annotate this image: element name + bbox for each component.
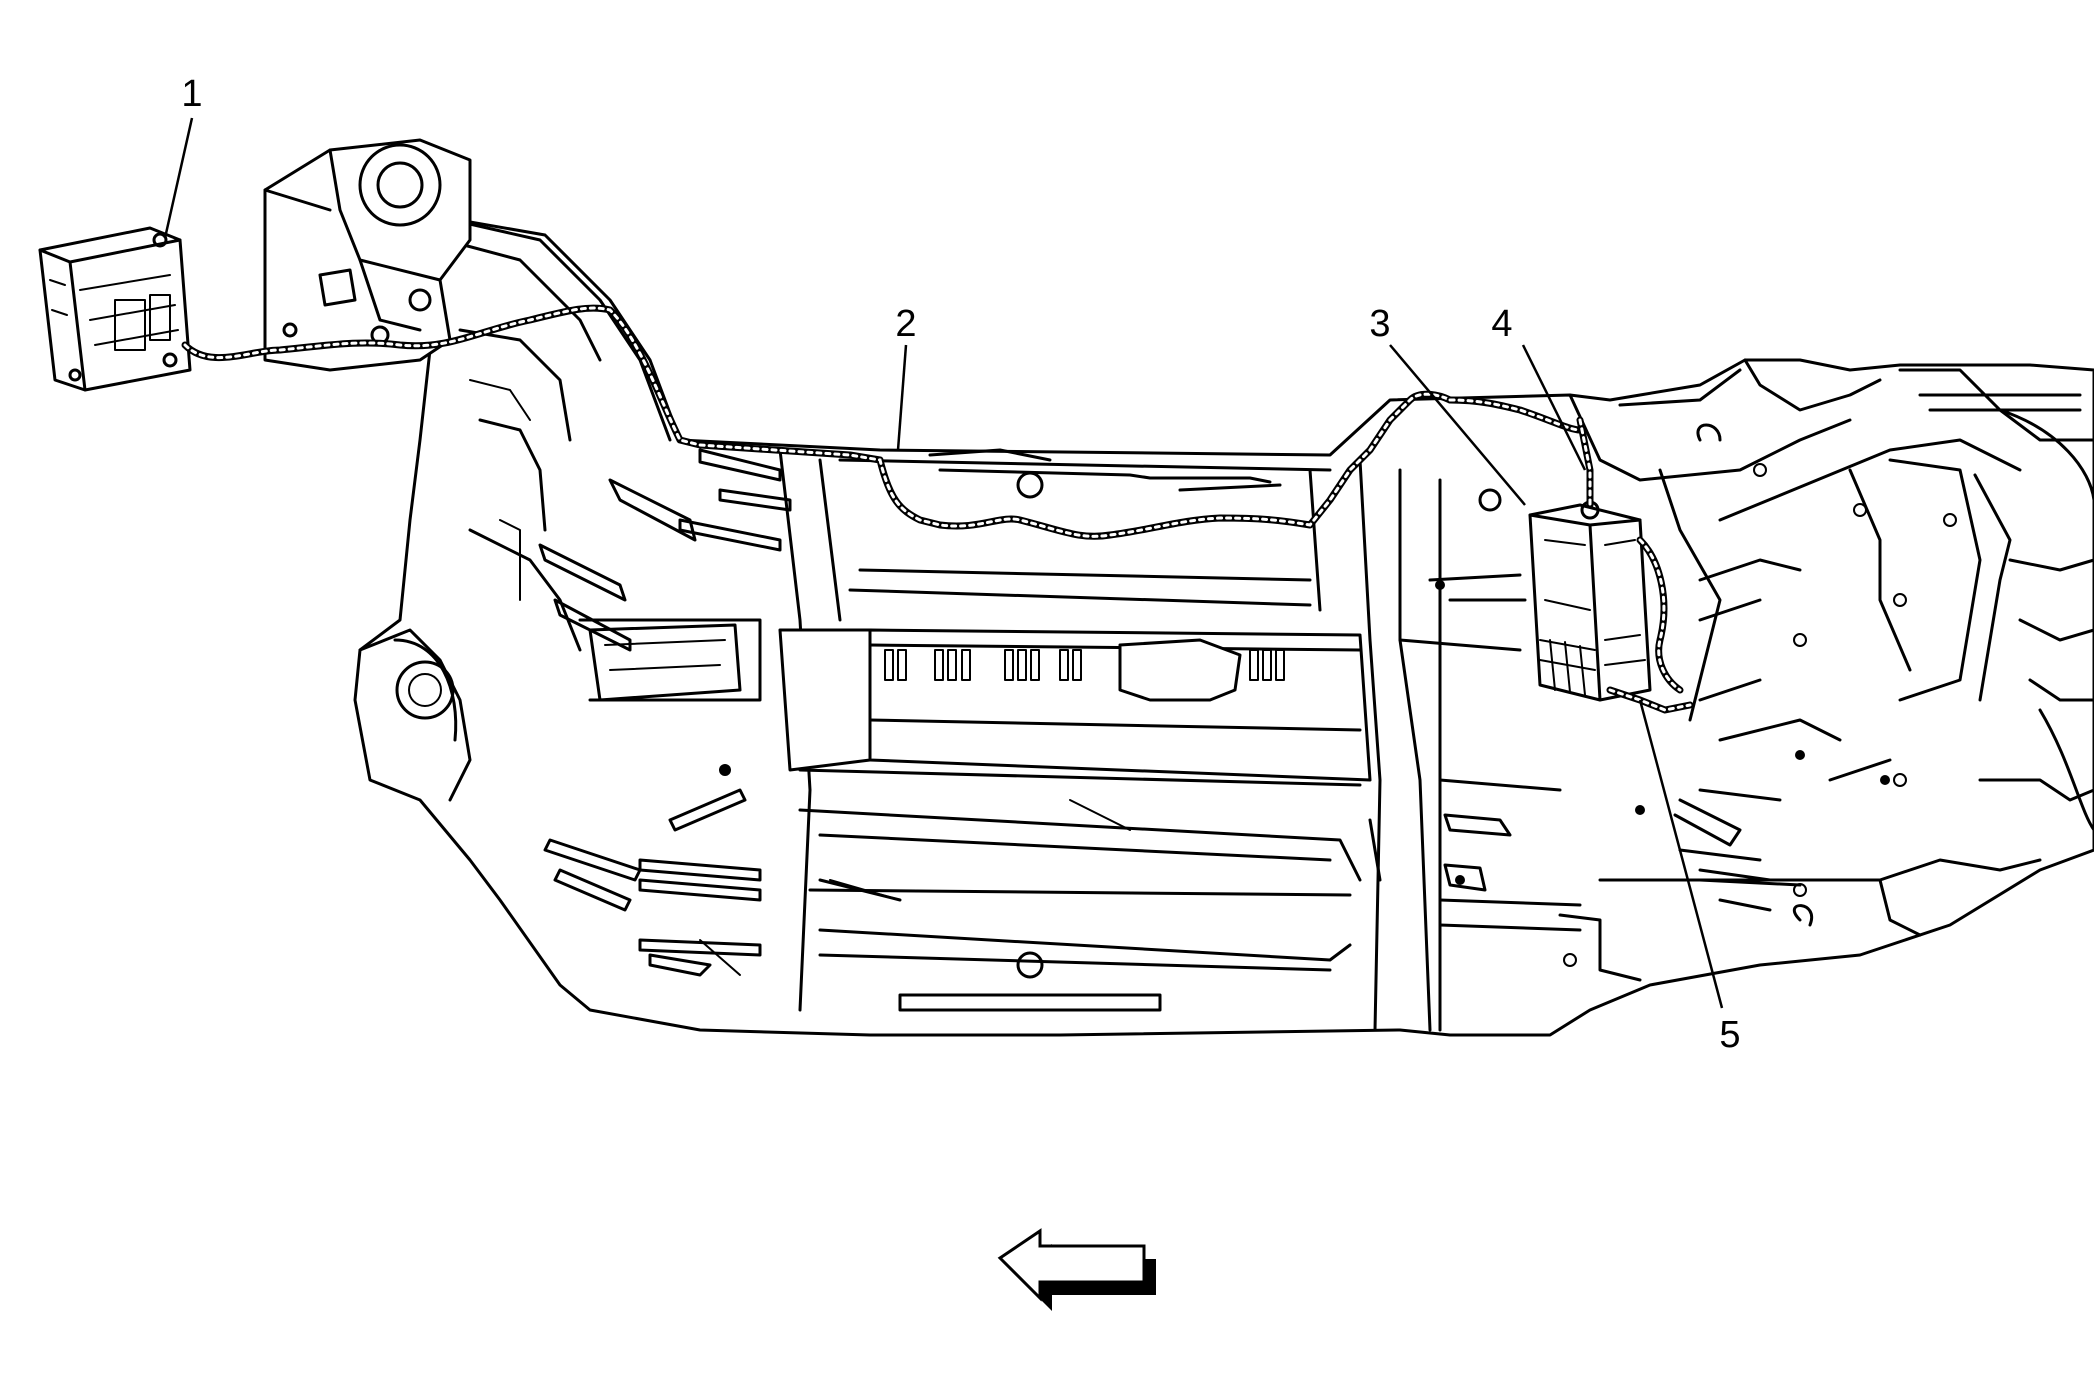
battery-cable-harness <box>181 304 1694 714</box>
leader-3 <box>1389 344 1526 506</box>
callout-5: 5 <box>1719 1014 1740 1056</box>
callout-4: 4 <box>1491 303 1512 345</box>
callout-leaders <box>163 117 1724 1009</box>
callout-labels: 1 2 3 4 5 <box>181 73 1740 1056</box>
fuse-block-module <box>38 226 192 392</box>
leader-2 <box>896 344 908 451</box>
left-arrow-icon <box>997 1228 1156 1311</box>
callout-1: 1 <box>181 73 202 115</box>
tunnel-vent-slots <box>884 649 1285 681</box>
front-strut-tower <box>263 138 472 372</box>
callout-3: 3 <box>1369 303 1390 345</box>
leader-5 <box>1638 699 1724 1009</box>
battery <box>1528 500 1652 702</box>
leader-4 <box>1521 344 1587 471</box>
floor-pan-illustration <box>353 213 2094 1037</box>
leader-1 <box>163 117 194 239</box>
callout-2: 2 <box>895 303 916 345</box>
